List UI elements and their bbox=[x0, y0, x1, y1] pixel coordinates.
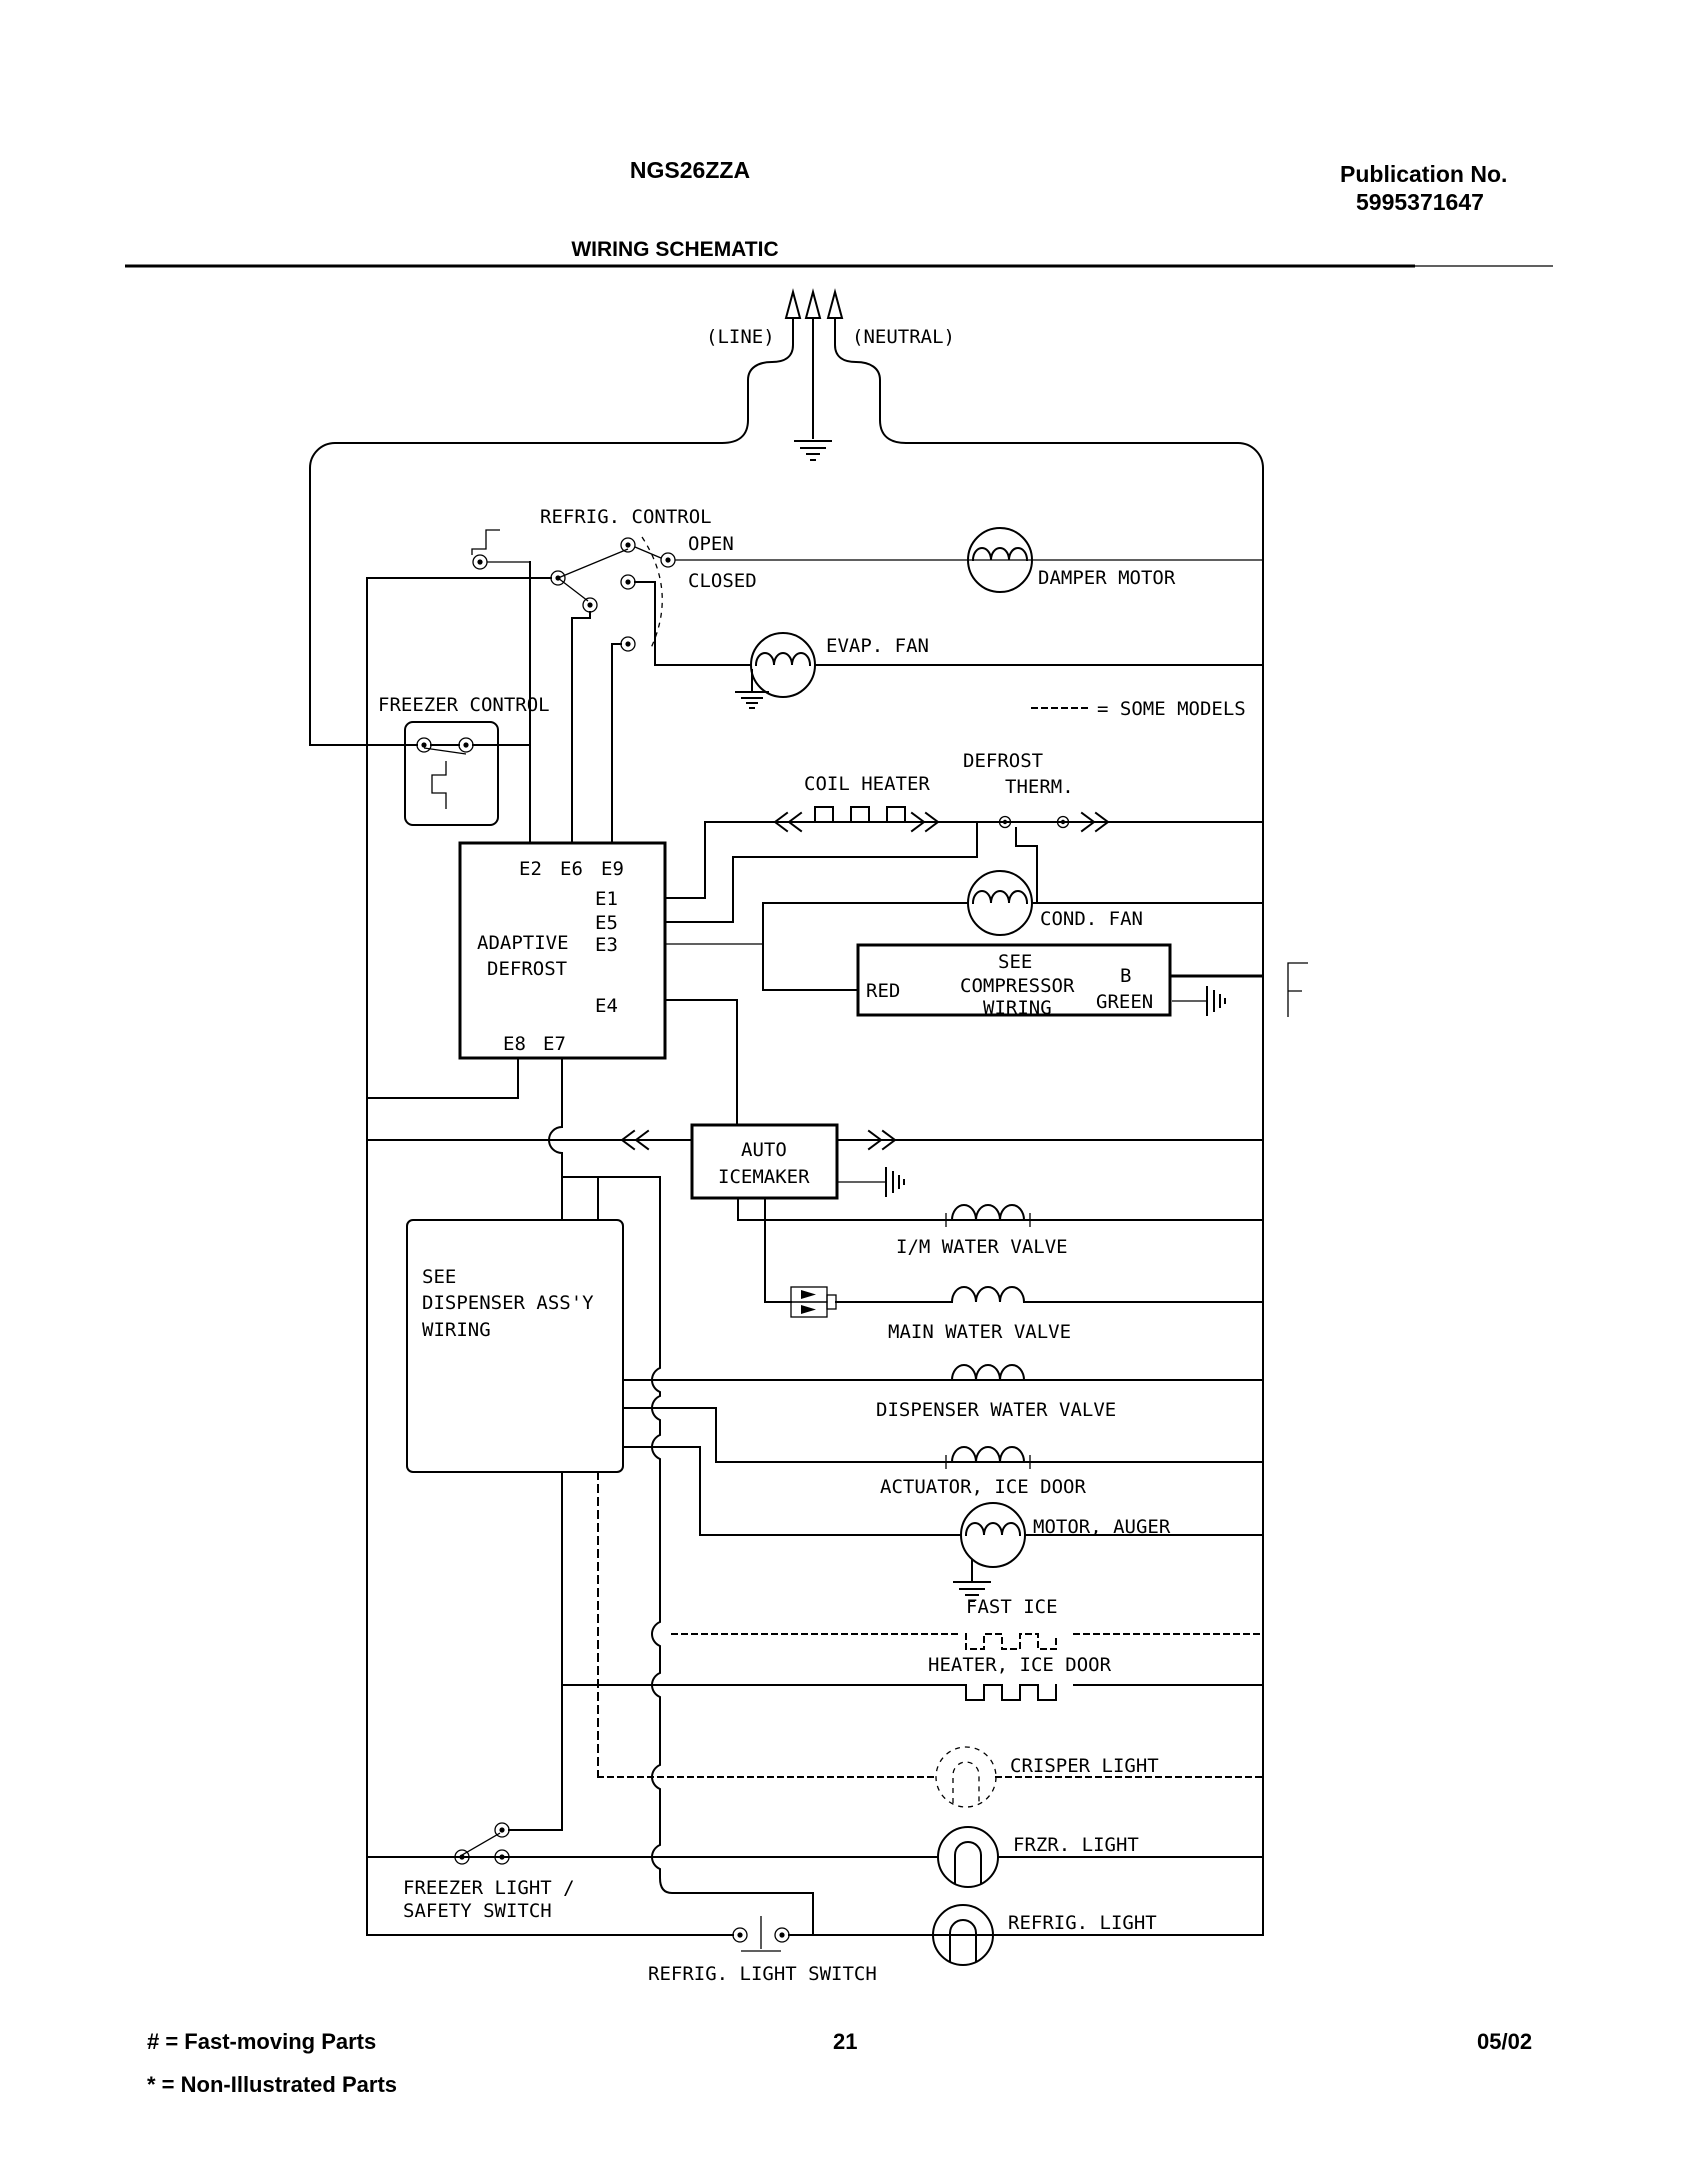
motor-auger-label: MOTOR, AUGER bbox=[1033, 1516, 1171, 1538]
icemaker-label-2: ICEMAKER bbox=[718, 1166, 810, 1188]
e4-label: E4 bbox=[595, 995, 618, 1017]
heater-ice-door bbox=[561, 1684, 1264, 1701]
open-label: OPEN bbox=[688, 533, 734, 555]
damper-motor bbox=[967, 527, 1033, 593]
freezer-light-safety-switch bbox=[366, 1822, 939, 1865]
refrig-light-switch-label: REFRIG. LIGHT SWITCH bbox=[648, 1963, 877, 1985]
icemaker-label-1: AUTO bbox=[741, 1139, 787, 1161]
e1-label: E1 bbox=[595, 888, 618, 910]
im-water-valve-label: I/M WATER VALVE bbox=[896, 1236, 1068, 1258]
cond-fan bbox=[762, 870, 1264, 991]
e7-label: E7 bbox=[543, 1033, 566, 1055]
ground-icon bbox=[735, 669, 769, 709]
red-label: RED bbox=[866, 980, 900, 1002]
crisper-light bbox=[597, 1746, 1264, 1808]
see-compressor-label-2: COMPRESSOR bbox=[960, 975, 1075, 997]
green-label: GREEN bbox=[1096, 991, 1153, 1013]
motor-auger bbox=[622, 1446, 1264, 1602]
actuator-ice-door bbox=[622, 1407, 1264, 1469]
main-water-valve-label: MAIN WATER VALVE bbox=[888, 1321, 1071, 1343]
dispenser-water-valve-label: DISPENSER WATER VALVE bbox=[876, 1399, 1116, 1421]
footer-legend-non: * = Non-Illustrated Parts bbox=[147, 2072, 397, 2097]
ground-icon bbox=[794, 440, 832, 461]
dispenser-box bbox=[406, 1176, 661, 1831]
freezer-control-label: FREEZER CONTROL bbox=[378, 694, 550, 716]
evap-fan bbox=[654, 632, 1264, 709]
coil-heater-label: COIL HEATER bbox=[804, 773, 930, 795]
page-number: 21 bbox=[833, 2029, 857, 2054]
e5-label: E5 bbox=[595, 912, 618, 934]
line-label: (LINE) bbox=[706, 326, 775, 348]
publication-label: Publication No. bbox=[1340, 161, 1507, 187]
supply-arrows bbox=[720, 288, 908, 461]
freezer-control bbox=[404, 721, 531, 826]
cond-fan-label: COND. FAN bbox=[1040, 908, 1143, 930]
crisper-light-label: CRISPER LIGHT bbox=[1010, 1755, 1159, 1777]
center-bus-with-hops bbox=[651, 1176, 814, 1936]
footer-date: 05/02 bbox=[1477, 2029, 1532, 2054]
refrig-light-switch bbox=[366, 1916, 1264, 1952]
e3-label: E3 bbox=[595, 934, 618, 956]
defrost-therm-label-1: DEFROST bbox=[963, 750, 1043, 772]
refrig-light bbox=[932, 1904, 994, 1966]
frzr-light bbox=[937, 1826, 1264, 1888]
freezer-light-label-2: SAFETY SWITCH bbox=[403, 1900, 552, 1922]
evap-fan-label: EVAP. FAN bbox=[826, 635, 929, 657]
adaptive-defrost-board bbox=[366, 821, 978, 1178]
auto-icemaker bbox=[366, 1123, 1264, 1303]
im-water-valve bbox=[737, 1204, 1264, 1227]
see-dispenser-label-2: DISPENSER ASS'Y bbox=[422, 1292, 594, 1314]
adaptive-label-2: DEFROST bbox=[487, 958, 567, 980]
ground-icon bbox=[1206, 986, 1226, 1016]
e6-label: E6 bbox=[560, 858, 583, 880]
model-number: NGS26ZZA bbox=[630, 157, 750, 183]
refrig-light-label: REFRIG. LIGHT bbox=[1008, 1912, 1157, 1934]
fast-ice bbox=[671, 1633, 1264, 1650]
compressor-box bbox=[762, 943, 1308, 1017]
e8-label: E8 bbox=[503, 1033, 526, 1055]
adaptive-label-1: ADAPTIVE bbox=[477, 932, 569, 954]
enclosure-outline bbox=[309, 442, 1264, 1936]
e9-label: E9 bbox=[601, 858, 624, 880]
see-compressor-label-1: SEE bbox=[998, 951, 1032, 973]
publication-number: 5995371647 bbox=[1356, 189, 1484, 215]
damper-motor-label: DAMPER MOTOR bbox=[1038, 567, 1176, 589]
main-water-valve bbox=[764, 1286, 1264, 1318]
defrost-therm-label-2: THERM. bbox=[1005, 776, 1074, 798]
edge-connector-bracket bbox=[1287, 962, 1308, 1017]
dispenser-water-valve bbox=[622, 1364, 1264, 1382]
freezer-light-label-1: FREEZER LIGHT / bbox=[403, 1877, 575, 1899]
frzr-light-label: FRZR. LIGHT bbox=[1013, 1834, 1139, 1856]
actuator-ice-door-label: ACTUATOR, ICE DOOR bbox=[880, 1476, 1086, 1498]
fast-ice-label: FAST ICE bbox=[966, 1596, 1058, 1618]
e2-label: E2 bbox=[519, 858, 542, 880]
some-models-label: = SOME MODELS bbox=[1097, 698, 1246, 720]
b-label: B bbox=[1120, 965, 1131, 987]
heater-ice-door-label: HEATER, ICE DOOR bbox=[928, 1654, 1112, 1676]
ground-icon bbox=[953, 1559, 991, 1602]
see-compressor-label-3: WIRING bbox=[983, 997, 1052, 1019]
footer-legend-fast: # = Fast-moving Parts bbox=[147, 2029, 376, 2054]
closed-label: CLOSED bbox=[688, 570, 757, 592]
neutral-label: (NEUTRAL) bbox=[852, 326, 955, 348]
ground-icon bbox=[885, 1167, 905, 1197]
coil-heater bbox=[704, 806, 1264, 904]
see-dispenser-label-3: WIRING bbox=[422, 1319, 491, 1341]
refrig-control-label: REFRIG. CONTROL bbox=[540, 506, 712, 528]
see-dispenser-label-1: SEE bbox=[422, 1266, 456, 1288]
page-title: WIRING SCHEMATIC bbox=[571, 238, 778, 261]
terminal-icons bbox=[472, 537, 676, 652]
